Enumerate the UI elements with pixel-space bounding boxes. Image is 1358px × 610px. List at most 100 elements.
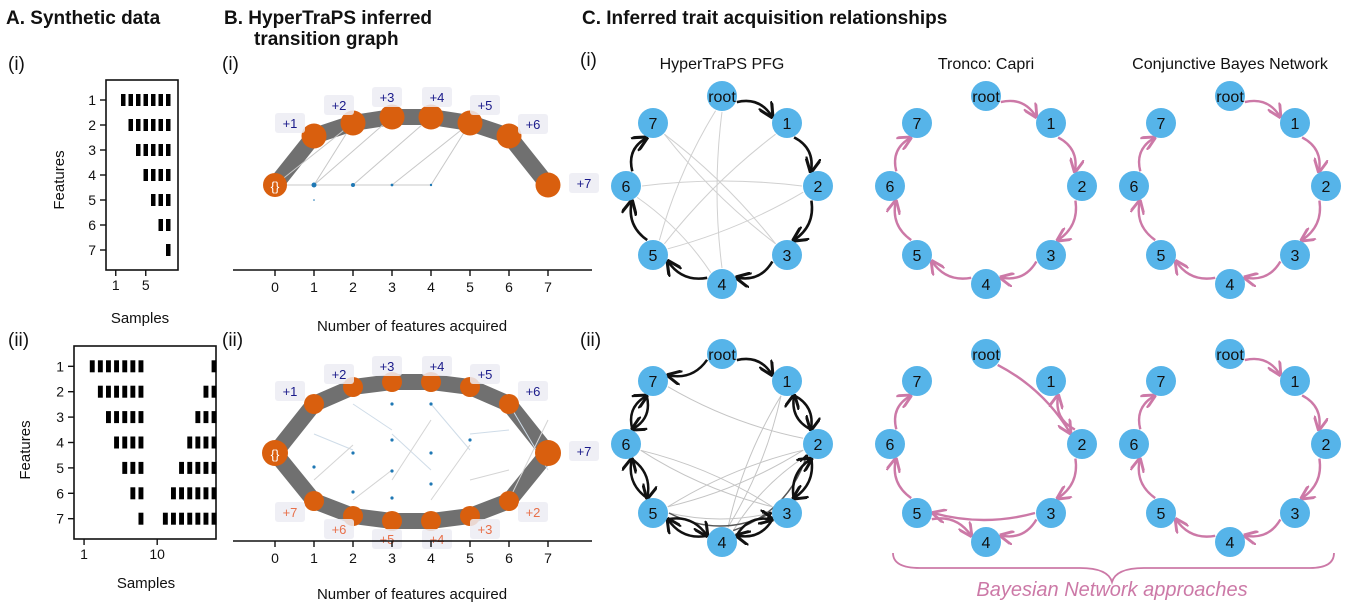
- heatmap-i-cell: [121, 94, 126, 106]
- pfg-i-faint-edge: [664, 133, 776, 245]
- col-title-hypertraps: HyperTraPS PFG: [660, 56, 785, 73]
- cbn-i-edge: [1176, 261, 1216, 280]
- badge-upper-i: +2: [332, 98, 347, 113]
- pfg-ii-faint-edge: [727, 395, 782, 528]
- heatmap-i-ytick-label: 5: [88, 192, 96, 208]
- panelC-sub-i: (i): [580, 50, 597, 71]
- minor-edge-ii: [391, 419, 432, 481]
- pfg-i-node-label-1: 1: [783, 116, 792, 133]
- heatmap-ii-cell: [203, 461, 209, 474]
- badge-upper-ii: +2: [332, 367, 347, 382]
- capri-ii-node-label-3: 3: [1047, 506, 1056, 523]
- heatmap-ii-cell: [211, 385, 217, 398]
- heatmap-i-ytick-label: 3: [88, 142, 96, 158]
- heatmap-ii-cell: [130, 487, 136, 500]
- badge-upper-i: +3: [380, 90, 395, 105]
- capri-i-node-7: [902, 108, 932, 138]
- pfg-ii-node-label-root: root: [708, 347, 736, 364]
- heatmap-ii-cell: [122, 411, 128, 424]
- heatmap-i-cell: [136, 144, 141, 156]
- heatmap-i-cell: [143, 94, 148, 106]
- cbn-ii-node-label-1: 1: [1291, 374, 1300, 391]
- pfg-i-edge: [737, 260, 774, 279]
- graph-ii-xtick-label: 7: [544, 550, 552, 566]
- pfg-i-node-7: [638, 108, 668, 138]
- pfg-ii-node-4: [707, 527, 737, 557]
- cbn-ii-node-3: [1280, 498, 1310, 528]
- badge-upper-ii: +1: [283, 384, 298, 399]
- state-node-i: [457, 110, 483, 136]
- capri-ii-edge: [997, 363, 1071, 433]
- pfg-i-edge: [631, 201, 648, 242]
- heatmap-ii-ytick-label: 5: [56, 460, 64, 476]
- panelB-sub-ii: (ii): [222, 330, 243, 351]
- minor-node-ii: [390, 496, 394, 500]
- pfg-i-faint-edge: [667, 191, 804, 250]
- capri-i-edge: [1000, 99, 1036, 117]
- state-node-ii: [304, 491, 324, 511]
- heatmap-ii-cell: [89, 360, 95, 373]
- heatmap-ii-cell: [130, 385, 136, 398]
- panelB-title-line1: B. HyperTraPS inferred: [224, 8, 432, 29]
- cbn-i-node-6: [1119, 171, 1149, 201]
- heatmap-ii-cell: [211, 436, 217, 449]
- heatmap-ii-cell: [130, 360, 136, 373]
- cbn-ii-node-4: [1215, 527, 1245, 557]
- pfg-i-edge: [794, 200, 814, 241]
- heatmap-ii-cell: [195, 487, 201, 500]
- heatmap-ii-cell: [211, 512, 217, 525]
- cbn-i-node-2: [1311, 171, 1341, 201]
- heatmap-ii-cell: [211, 461, 217, 474]
- cbn-ii-edge: [1244, 357, 1280, 375]
- capri-ii-node-1: [1036, 366, 1066, 396]
- capri-i-node-label-1: 1: [1047, 116, 1056, 133]
- heatmap-i-cell: [158, 119, 163, 131]
- minor-edge-ii: [430, 403, 471, 451]
- minor-node-ii: [468, 438, 472, 442]
- pfg-i-faint-edge: [664, 133, 776, 245]
- heatmap-ii-cell: [179, 487, 184, 500]
- heatmap-i-ytick-label: 2: [88, 117, 96, 133]
- minor-edge-ii: [352, 469, 393, 501]
- graph-ii-xtick-label: 3: [388, 550, 396, 566]
- heatmap-ii-cell: [203, 411, 209, 424]
- pfg-i-node-label-root: root: [708, 89, 736, 106]
- state-node-ii: [382, 372, 402, 392]
- heatmap-ii-cell: [203, 385, 209, 398]
- upper-path-ii: [267, 374, 556, 461]
- heatmap-ii-cell: [203, 512, 209, 525]
- minor-node-ii: [390, 402, 394, 406]
- inferred-networks: 1234567root1234567root1234567root1234567…: [611, 81, 1341, 557]
- graph-i-xtick-label: 4: [427, 279, 435, 295]
- pfg-ii-edge: [736, 357, 772, 375]
- cbn-i-edge: [1301, 136, 1320, 171]
- state-node-i: [535, 172, 561, 198]
- bracket-label: Bayesian Network approaches: [976, 579, 1247, 601]
- minor-edge-ii: [469, 429, 510, 435]
- panelC-title: C. Inferred trait acquisition relationsh…: [582, 8, 947, 29]
- heatmap-ii-cell: [162, 512, 168, 525]
- graph-i-xtick-label: 2: [349, 279, 357, 295]
- cbn-ii-node-5: [1146, 498, 1176, 528]
- badge-upper-ii: +6: [526, 384, 541, 399]
- pfg-ii-node-5: [638, 498, 668, 528]
- heatmap-i-cell: [151, 119, 156, 131]
- graph-i-xtick-label: 3: [388, 279, 396, 295]
- capri-i-node-label-6: 6: [886, 179, 895, 196]
- pfg-i-node-label-4: 4: [718, 277, 727, 294]
- state-node-ii: [304, 394, 324, 414]
- heatmap-ii-cell: [203, 487, 209, 500]
- state-node-i: [418, 104, 444, 130]
- minor-node-i: [351, 183, 355, 187]
- pfg-ii-node-7: [638, 366, 668, 396]
- root-node-label-ii: {}: [271, 447, 280, 462]
- heatmap-i-cell: [166, 219, 171, 231]
- pfg-i-faint-edge: [636, 196, 712, 273]
- heatmap-ii-cell: [122, 360, 128, 373]
- minor-edge-i: [274, 122, 354, 186]
- minor-node-ii: [351, 490, 355, 494]
- heatmap-i-ytick-label: 6: [88, 217, 96, 233]
- cbn-ii-edge: [1245, 518, 1282, 537]
- capri-i-node-5: [902, 240, 932, 270]
- state-node-ii: [421, 372, 441, 392]
